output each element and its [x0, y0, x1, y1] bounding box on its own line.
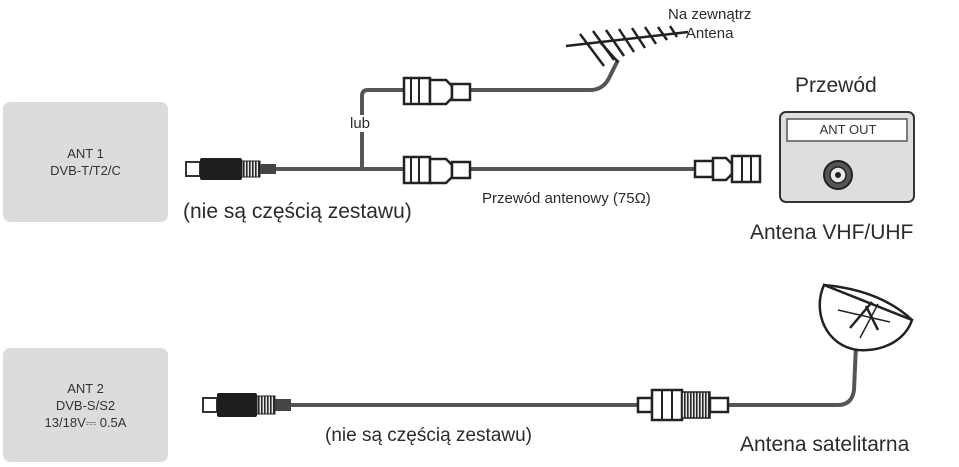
ant-out-panel: [779, 111, 915, 203]
outdoor-label-line2: Antena: [685, 25, 734, 42]
satellite-dish-icon: [818, 283, 914, 352]
cable-title: Przewód: [795, 74, 877, 97]
ant-out-label: ANT OUT: [819, 122, 877, 137]
ant2-standard: DVB-S/S2: [55, 397, 116, 413]
satellite-coax-connector: [636, 388, 730, 422]
upper-coax-connector: [402, 76, 472, 106]
top-cable-lines: [275, 59, 695, 171]
not-included-note-top: (nie są częścią zestawu): [183, 200, 412, 223]
outdoor-antenna-label: Na zewnątrz Antena: [668, 5, 751, 43]
ant1-input-box: ANT 1 DVB-T/T2/C: [3, 102, 168, 222]
or-label: lub: [348, 115, 373, 132]
bottom-cable-lines: [290, 344, 858, 407]
ant1-standard: DVB-T/T2/C: [50, 163, 121, 178]
ant1-name: ANT 1: [67, 146, 104, 161]
cable-end-connector: [693, 154, 762, 184]
outdoor-antenna-icon: [565, 25, 689, 67]
satellite-antenna-label: Antena satelitarna: [740, 433, 910, 456]
outdoor-label-line1: Na zewnątrz: [668, 6, 752, 23]
ant2-name: ANT 2: [67, 380, 104, 396]
not-included-note-bottom: (nie są częścią zestawu): [325, 425, 532, 446]
ant1-plug: [185, 158, 276, 180]
lower-coax-connector: [402, 155, 472, 185]
ant2-power-spec: 13/18V⎓ 0.5A: [44, 414, 127, 430]
ant2-input-box: ANT 2 DVB-S/S2 13/18V⎓ 0.5A: [3, 348, 168, 462]
coax-cable-label: Przewód antenowy (75Ω): [482, 190, 651, 207]
ant2-plug: [202, 393, 291, 417]
vhf-uhf-antenna-label: Antena VHF/UHF: [750, 221, 914, 244]
